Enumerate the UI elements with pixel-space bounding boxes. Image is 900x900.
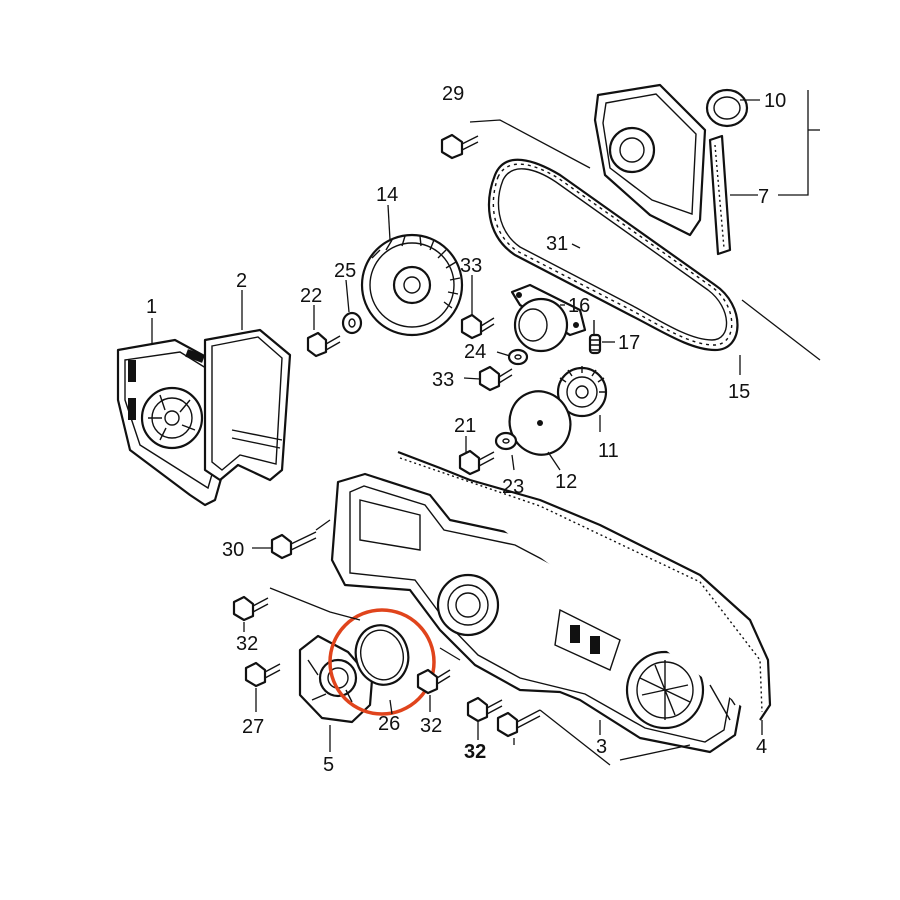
- label-16: 16: [568, 295, 590, 317]
- part-29-bolt: [440, 133, 479, 160]
- part-7-gasket-strip: [708, 134, 732, 256]
- part-14-gear-pulley: [360, 233, 464, 337]
- part-17-spring: [588, 320, 602, 355]
- label-22: 22: [300, 285, 322, 307]
- label-2: 2: [236, 270, 247, 292]
- label-4: 4: [756, 736, 767, 758]
- label-24: 24: [464, 341, 486, 363]
- label-32-upper-left: 32: [236, 633, 258, 655]
- part-21-bolt: [458, 449, 495, 476]
- label-33-lower: 33: [432, 369, 454, 391]
- part-22-bolt: [306, 331, 341, 358]
- label-31: 31: [546, 233, 568, 255]
- label-32-right: 32: [420, 715, 442, 737]
- label-21: 21: [454, 415, 476, 437]
- label-11: 11: [598, 440, 619, 462]
- label-3: 3: [596, 736, 607, 758]
- label-33-upper: 33: [460, 255, 482, 277]
- label-12: 12: [555, 471, 577, 493]
- part-33-bolt-lower: [478, 365, 513, 392]
- part-23-washer: [494, 431, 518, 451]
- label-30: 30: [222, 539, 244, 561]
- part-30-bolt: [270, 531, 317, 560]
- part-27-bolt: [244, 661, 281, 688]
- part-bolt-bottom-extra: [496, 709, 541, 738]
- part-26-o-ring: [354, 624, 410, 686]
- label-23: 23: [502, 476, 524, 498]
- label-25: 25: [334, 260, 356, 282]
- leader-lines: [151, 90, 821, 766]
- highlight-circle: [328, 608, 436, 716]
- part-16-tensioner: [510, 283, 587, 353]
- part-2-gasket: [203, 328, 292, 482]
- part-11-sprocket: [556, 366, 608, 418]
- part-24-washer: [507, 348, 529, 366]
- part-3-main-cover: [330, 472, 747, 754]
- part-32-bolt-upper-left: [232, 595, 269, 622]
- label-17: 17: [618, 332, 640, 354]
- part-25-washer: [341, 311, 363, 335]
- label-15: 15: [728, 381, 750, 403]
- label-27: 27: [242, 716, 264, 738]
- part-4-long-gasket: [397, 450, 772, 721]
- label-10: 10: [764, 90, 786, 112]
- part-32-bolt-right: [416, 668, 451, 695]
- label-14: 14: [376, 184, 398, 206]
- part-32-bolt-bottom: [466, 696, 503, 723]
- label-7: 7: [758, 186, 769, 208]
- part-15-timing-belt: [487, 158, 739, 352]
- part-10-upper-cover: [593, 83, 749, 237]
- part-33-bolt-upper: [460, 313, 495, 340]
- label-1: 1: [146, 296, 157, 318]
- label-29: 29: [442, 83, 464, 105]
- label-26: 26: [378, 713, 400, 735]
- label-5: 5: [323, 754, 334, 776]
- part-labels: 1 2 22 25 14 29 33 24 33 16 17 31 15 10 …: [146, 83, 786, 776]
- label-32-bottom: 32: [464, 741, 486, 763]
